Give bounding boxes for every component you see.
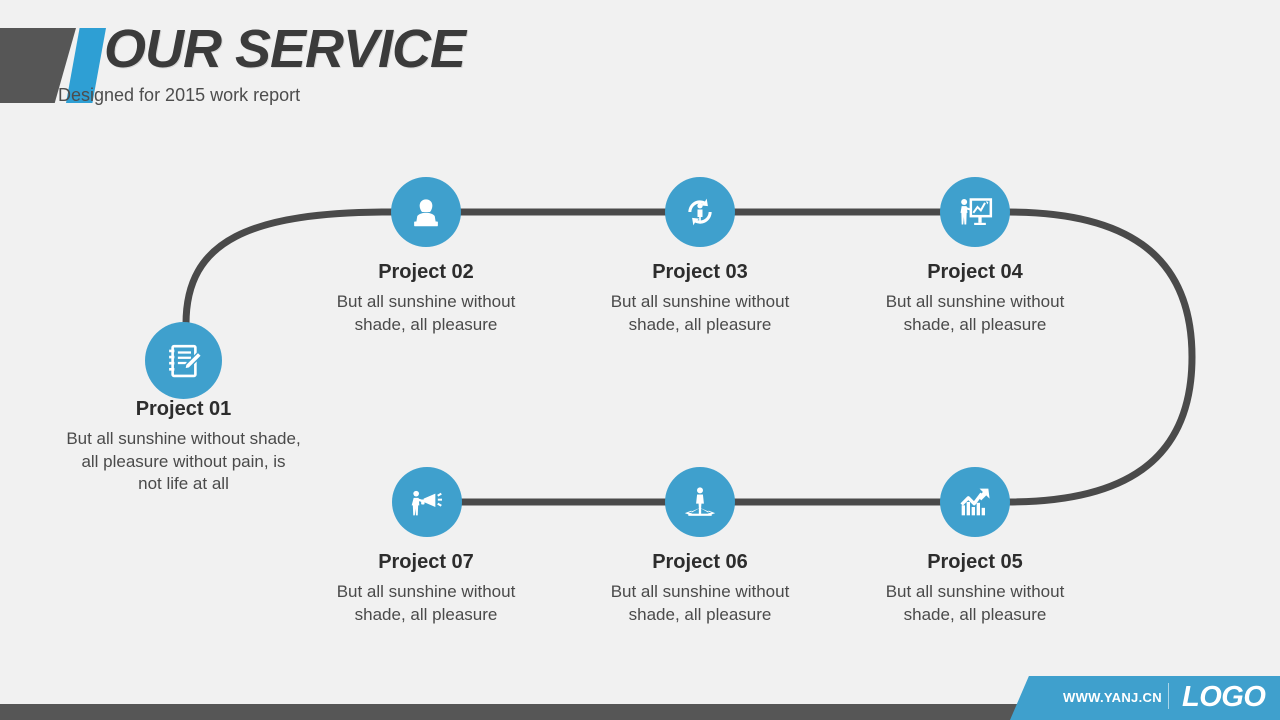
person-megaphone-icon [407, 482, 447, 522]
label-project-01: Project 01 But all sunshine without shad… [36, 398, 331, 496]
node-desc-project-07: But all sunshine without shade, all plea… [336, 582, 516, 624]
node-project-01[interactable] [145, 322, 222, 399]
node-title-project-04: Project 04 [927, 261, 1023, 283]
node-title-project-07: Project 07 [378, 551, 474, 573]
node-project-06[interactable] [665, 467, 735, 537]
page-title: OUR SERVICE [104, 19, 466, 79]
node-project-05[interactable] [940, 467, 1010, 537]
footer-url[interactable]: WWW.YANJ.CN [1063, 690, 1162, 705]
node-project-02[interactable] [391, 177, 461, 247]
footer-brand-banner [1010, 676, 1280, 720]
node-project-03[interactable] [665, 177, 735, 247]
node-desc-project-03: But all sunshine without shade, all plea… [610, 292, 790, 334]
label-project-05: Project 05 But all sunshine without shad… [852, 551, 1098, 626]
footer-divider [1168, 683, 1169, 709]
node-desc-project-04: But all sunshine without shade, all plea… [885, 292, 1065, 334]
node-desc-project-05: But all sunshine without shade, all plea… [885, 582, 1065, 624]
node-project-07[interactable] [392, 467, 462, 537]
label-project-06: Project 06 But all sunshine without shad… [577, 551, 823, 626]
page-subtitle: Designed for 2015 work report [58, 85, 301, 105]
node-title-project-02: Project 02 [378, 261, 474, 283]
label-project-07: Project 07 But all sunshine without shad… [303, 551, 549, 626]
label-project-03: Project 03 But all sunshine without shad… [577, 261, 823, 336]
label-project-04: Project 04 But all sunshine without shad… [852, 261, 1098, 336]
growth-chart-arrow-icon [955, 482, 995, 522]
node-title-project-05: Project 05 [927, 551, 1023, 573]
node-desc-project-06: But all sunshine without shade, all plea… [610, 582, 790, 624]
node-title-project-03: Project 03 [652, 261, 748, 283]
page-header: OUR SERVICE Designed for 2015 work repor… [0, 0, 1280, 130]
person-refresh-cycle-icon [680, 192, 720, 232]
presenter-chart-board-icon [955, 192, 995, 232]
node-title-project-01: Project 01 [135, 398, 232, 420]
footer-bar [0, 704, 1280, 720]
label-project-02: Project 02 But all sunshine without shad… [303, 261, 549, 336]
notepad-pencil-icon [163, 340, 205, 382]
businessman-arrows-icon [680, 482, 720, 522]
node-desc-project-02: But all sunshine without shade, all plea… [336, 292, 516, 334]
node-title-project-06: Project 06 [652, 551, 748, 573]
node-project-04[interactable] [940, 177, 1010, 247]
person-desk-icon [407, 193, 445, 231]
node-desc-project-01: But all sunshine without shade, all plea… [66, 429, 301, 494]
footer-logo: LOGO [1182, 681, 1266, 713]
